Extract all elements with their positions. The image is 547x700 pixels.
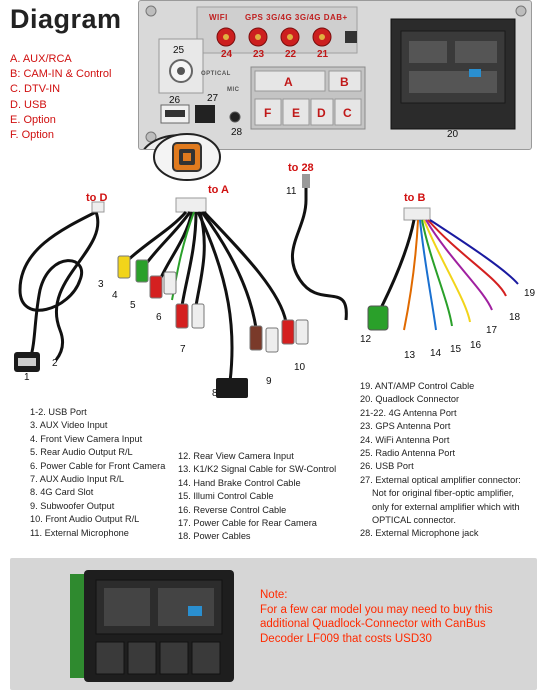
description-list-middle: 12. Rear View Camera Input 13. K1/K2 Sig… <box>178 450 336 544</box>
cable-number-8: 8 <box>212 388 218 399</box>
control-harness <box>367 207 519 331</box>
legend-item-b: B: CAM-IN & Control <box>10 68 112 81</box>
list-item: 24. WiFi Antenna Port <box>360 434 450 445</box>
optical-side-label: OPTICAL <box>201 71 231 77</box>
list-item: 23. GPS Antenna Port <box>360 421 451 432</box>
block-a-letter: A <box>284 75 293 89</box>
cable-number-11: 11 <box>286 186 297 197</box>
cable-number-16: 16 <box>470 340 482 351</box>
list-item: only for external amplifier which with <box>372 501 520 512</box>
usb-cable <box>14 201 105 372</box>
block-c-letter: C <box>343 106 352 120</box>
list-item: OPTICAL connector. <box>372 515 456 526</box>
cable-number-2: 2 <box>52 358 58 369</box>
cable-number-9: 9 <box>266 376 272 387</box>
list-item: 1-2. USB Port <box>30 407 87 417</box>
list-item: 18. Power Cables <box>178 531 251 542</box>
block-f-letter: F <box>264 106 272 120</box>
cable-number-7: 7 <box>180 344 186 355</box>
port-number-22: 22 <box>285 49 297 60</box>
list-item: 6. Power Cable for Front Camera <box>30 460 166 471</box>
optical-zoom-icon <box>153 133 221 181</box>
cable-number-12: 12 <box>360 334 372 345</box>
legend-item-f: F. Option <box>10 129 55 142</box>
cable-number-14: 14 <box>430 348 442 359</box>
legend-item-e: E. Option <box>10 113 56 126</box>
list-item: 5. Rear Audio Output R/L <box>30 447 133 458</box>
microphone-cable <box>290 174 348 321</box>
quadlock-connector-icon <box>70 570 234 682</box>
legend: A. AUX/RCA B: CAM-IN & Control C. DTV-IN… <box>10 52 111 143</box>
cable-illustrations <box>14 174 519 398</box>
list-item: 8. 4G Card Slot <box>30 487 94 498</box>
description-list-right: 19. ANT/AMP Control Cable 20. Quadlock C… <box>360 380 521 541</box>
legend-item-c: C. DTV-IN <box>10 83 61 96</box>
to-28-label: to 28 <box>288 162 314 174</box>
note-heading: Note: <box>260 589 288 601</box>
cable-number-6: 6 <box>156 312 162 323</box>
port-number-28: 28 <box>231 127 243 138</box>
port-number-20: 20 <box>447 129 459 140</box>
block-d-letter: D <box>317 106 326 120</box>
wifi-label: WIFI <box>209 13 228 22</box>
list-item: 12. Rear View Camera Input <box>178 451 294 461</box>
list-item: 7. AUX Audio Input R/L <box>30 474 124 485</box>
block-b-letter: B <box>340 75 349 89</box>
list-item: 26. USB Port <box>360 461 414 472</box>
cable-number-13: 13 <box>404 350 416 361</box>
list-item: 10. Front Audio Output R/L <box>30 514 140 525</box>
list-item: 4. Front View Camera Input <box>30 433 143 444</box>
list-item: Not for original fiber-optic amplifier, <box>372 488 514 499</box>
note-line: additional Quadlock-Connector with CanBu… <box>260 618 486 630</box>
list-item: 25. Radio Antenna Port <box>360 448 456 459</box>
legend-item-d: D. USB <box>10 98 47 111</box>
list-item: 28. External Microphone jack <box>360 528 479 539</box>
list-item: 14. Hand Brake Control Cable <box>178 477 301 488</box>
cable-number-19: 19 <box>524 288 536 299</box>
to-b-label: to B <box>404 192 426 204</box>
list-item: 21-22. 4G Antenna Port <box>360 407 457 418</box>
list-item: 15. Illumi Control Cable <box>178 491 274 502</box>
cable-number-17: 17 <box>486 325 498 336</box>
list-item: 11. External Microphone <box>30 527 129 538</box>
cable-number-4: 4 <box>112 290 118 301</box>
diagram-title: Diagram <box>10 4 122 34</box>
block-e-letter: E <box>292 106 301 120</box>
description-list-left: 1-2. USB Port 3. AUX Video Input 4. Fron… <box>30 406 165 540</box>
list-item: 20. Quadlock Connector <box>360 394 460 405</box>
port-number-24: 24 <box>221 49 233 60</box>
note-text: Note: For a few car model you may need t… <box>260 588 530 646</box>
cable-number-10: 10 <box>294 362 306 373</box>
note-line: Decoder LF009 that costs USD30 <box>260 632 432 645</box>
list-item: 13. K1/K2 Signal Cable for SW-Control <box>178 464 337 475</box>
cable-number-3: 3 <box>98 279 104 290</box>
to-a-label: to A <box>208 184 229 196</box>
note-line: For a few car model you may need to buy … <box>260 603 493 616</box>
cable-number-15: 15 <box>450 344 462 355</box>
cable-number-5: 5 <box>130 300 136 311</box>
list-item: 27. External optical amplifier connector… <box>360 474 521 485</box>
rear-panel-drawing <box>143 5 527 149</box>
legend-item-a: A. AUX/RCA <box>10 53 72 65</box>
port-number-25: 25 <box>173 45 185 56</box>
port-number-26: 26 <box>169 95 181 106</box>
rear-panel: WIFI GPS 3G/4G 3G/4G DAB+ 24 23 22 21 A … <box>138 0 532 150</box>
quadlock-note-box <box>10 558 537 690</box>
port-number-23: 23 <box>253 49 265 60</box>
list-item: 19. ANT/AMP Control Cable <box>360 381 475 391</box>
list-item: 9. Subwoofer Output <box>30 500 115 511</box>
port-number-21: 21 <box>317 49 329 60</box>
list-item: 3. AUX Video Input <box>30 420 108 431</box>
to-d-label: to D <box>86 192 108 204</box>
list-item: 16. Reverse Control Cable <box>178 504 287 515</box>
mic-side-label: MIC <box>227 87 240 93</box>
list-item: 17. Power Cable for Rear Camera <box>178 518 317 529</box>
cable-number-1: 1 <box>24 372 30 383</box>
rca-harness <box>117 197 309 398</box>
cable-number-18: 18 <box>509 312 521 323</box>
port-number-27: 27 <box>207 93 219 104</box>
antenna-type-label: GPS 3G/4G 3G/4G DAB+ <box>245 13 348 22</box>
